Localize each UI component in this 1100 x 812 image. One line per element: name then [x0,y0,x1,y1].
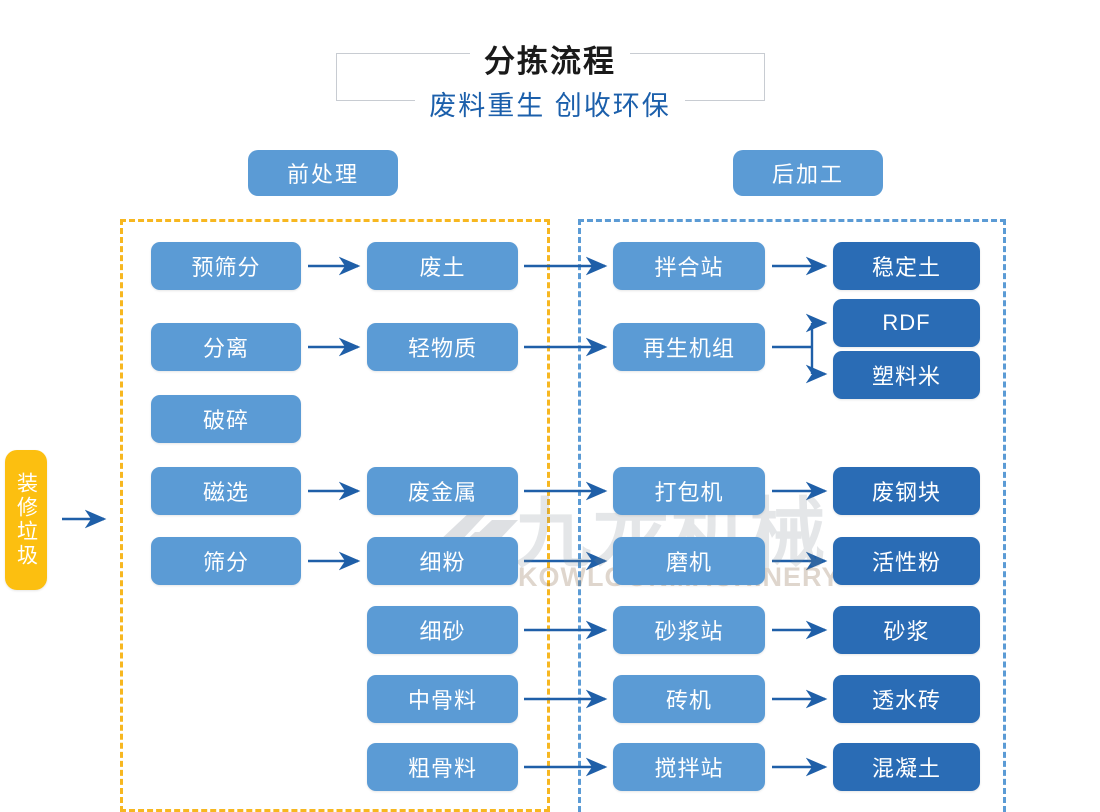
node-machine-banhezhan[interactable]: 拌合站 [613,242,765,290]
node-machine-zhuanji[interactable]: 砖机 [613,675,765,723]
node-machine-shajiangzhan[interactable]: 砂浆站 [613,606,765,654]
node-product-hunningtu[interactable]: 混凝土 [833,743,980,791]
group-box-post-processing [578,219,1006,812]
node-source-material[interactable]: 装修垃圾 [5,450,47,590]
node-product-shajiang[interactable]: 砂浆 [833,606,980,654]
page-title-text: 分拣流程 [470,44,630,79]
node-product-toushuizhuan[interactable]: 透水砖 [833,675,980,723]
node-out-xisha[interactable]: 细砂 [367,606,518,654]
page-title: 分拣流程 [0,36,1100,81]
node-machine-zaishengjizu[interactable]: 再生机组 [613,323,765,371]
node-product-feigangkuai[interactable]: 废钢块 [833,467,980,515]
node-pre-shaifen[interactable]: 筛分 [151,537,301,585]
node-out-cugu[interactable]: 粗骨料 [367,743,518,791]
node-pre-fenli[interactable]: 分离 [151,323,301,371]
node-product-sulliaomi[interactable]: 塑料米 [833,351,980,399]
page-subtitle-text: 废料重生 创收环保 [415,91,685,121]
page-subtitle: 废料重生 创收环保 [0,84,1100,123]
node-out-xifen[interactable]: 细粉 [367,537,518,585]
node-product-huoxingfen[interactable]: 活性粉 [833,537,980,585]
node-out-zhonggu[interactable]: 中骨料 [367,675,518,723]
node-product-wendingtu[interactable]: 稳定土 [833,242,980,290]
group-box-pre-processing [120,219,550,812]
node-pre-cixuan[interactable]: 磁选 [151,467,301,515]
node-machine-dabaoji[interactable]: 打包机 [613,467,765,515]
node-machine-jiaobanzhan[interactable]: 搅拌站 [613,743,765,791]
node-out-qingwuzhi[interactable]: 轻物质 [367,323,518,371]
node-product-rdf[interactable]: RDF [833,299,980,347]
node-out-feijinshu[interactable]: 废金属 [367,467,518,515]
section-pill-post-processing: 后加工 [733,150,883,196]
node-machine-moji[interactable]: 磨机 [613,537,765,585]
node-pre-posui[interactable]: 破碎 [151,395,301,443]
node-out-feitu[interactable]: 废土 [367,242,518,290]
node-pre-yushaifen[interactable]: 预筛分 [151,242,301,290]
section-pill-pre-processing: 前处理 [248,150,398,196]
